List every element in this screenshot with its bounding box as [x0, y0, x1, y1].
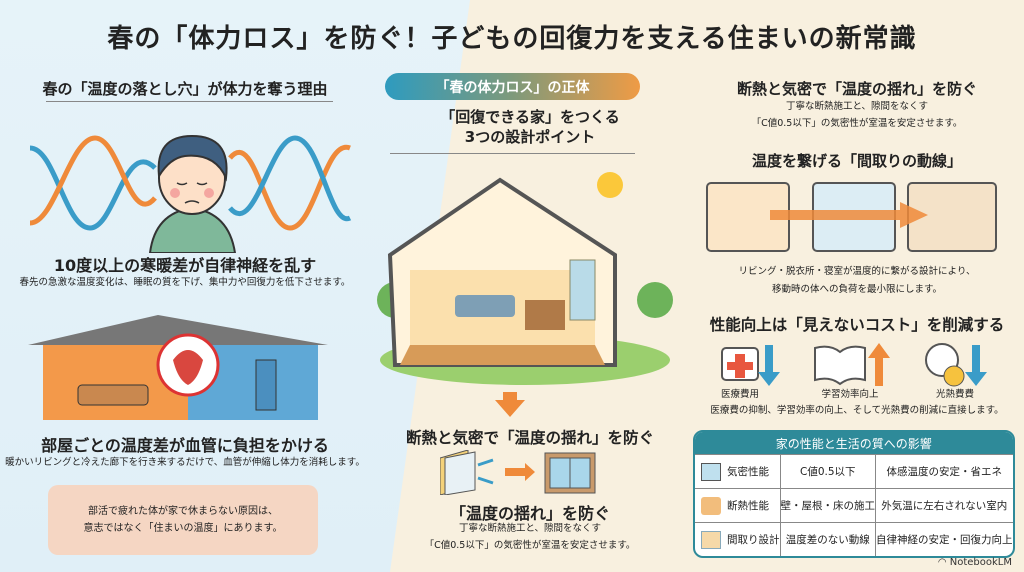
icon-label-study: 学習効率向上	[821, 389, 879, 400]
table-row: 断熱性能 壁・屋根・床の施工 外気温に左右されない室内	[695, 488, 1013, 522]
middle-text-line-2: 「C値0.5以下」の気密性が室温を安定させます。	[424, 540, 636, 551]
insulation-layers-icon	[701, 496, 721, 515]
divider	[46, 101, 333, 102]
point1-text: 春先の急激な温度変化は、睡眠の質を下げ、集中力や回復力を低下させます。	[19, 277, 351, 288]
right-s1-line-1: 丁寧な断熱施工と、隙間をなくす	[785, 101, 929, 112]
book-icon	[814, 345, 866, 386]
right-s2-line-1: リビング・脱衣所・寝室が温度的に繋がる設計により、	[738, 266, 976, 277]
right-s2-title: 温度を繋げる「間取りの動線」	[751, 152, 962, 170]
window-icon	[701, 462, 721, 481]
divider	[390, 153, 635, 154]
table-cell: 温度差のない動線	[779, 522, 875, 556]
right-s1-line-2: 「C値0.5以下」の気密性が室温を安定させます。	[751, 118, 963, 129]
point2-title: 部屋ごとの温度差が血管に負担をかける	[41, 436, 329, 455]
table-cell: 間取り設計	[727, 533, 780, 546]
right-s3-text: 医療費の抑制、学習効率の向上、そして光熱費の削減に直接します。	[710, 405, 1004, 416]
right-s2-line-2: 移動時の体への負荷を最小限にします。	[771, 284, 943, 295]
callout-line-2: 意志ではなく「住まいの温度」にあります。	[83, 523, 283, 534]
page-title: 春の「体力ロス」を防ぐ！子どもの回復力を支える住まいの新常識	[107, 24, 917, 54]
insulation-window-illustration	[440, 450, 596, 495]
table-cell: C値0.5以下	[779, 454, 875, 488]
notebooklm-brand: ◠ NotebookLM	[937, 557, 1012, 568]
table-cell: 気密性能	[727, 465, 769, 478]
callout-box: 部活で疲れた体が家で休まらない原因は、 意志ではなく「住まいの温度」にあります。	[48, 485, 318, 555]
cost-icons	[721, 343, 987, 387]
middle-section-title: 断熱と気密で「温度の揺れ」を防ぐ	[405, 429, 654, 447]
arrow-down-icon	[758, 345, 780, 386]
middle-text-line-1: 丁寧な断熱施工と、隙間をなくす	[458, 523, 602, 534]
table-cell: 自律神経の安定・回復力向上	[875, 522, 1013, 556]
brand-label: NotebookLM	[949, 557, 1012, 568]
meter-yen-icon	[925, 343, 965, 387]
impact-table: 家の性能と生活の質への影響 気密性能 C値0.5以下 体感温度の安定・省エネ 断…	[693, 430, 1015, 558]
point1-title: 10度以上の寒暖差が自律神経を乱す	[53, 256, 317, 275]
callout-line-1: 部活で疲れた体が家で休まらない原因は、	[88, 506, 278, 517]
middle-heading-line-2: 3つの設計ポイント	[464, 128, 596, 146]
first-aid-kit-icon	[721, 347, 759, 381]
icon-label-medical: 医療費用	[720, 389, 759, 400]
table-cell: 体感温度の安定・省エネ	[875, 454, 1013, 488]
middle-sub-title: 「温度の揺れ」を防ぐ	[449, 504, 610, 523]
table-row: 気密性能 C値0.5以下 体感温度の安定・省エネ	[695, 454, 1013, 488]
table-row: 間取り設計 温度差のない動線 自律神経の安定・回復力向上	[695, 522, 1013, 556]
table-cell: 断熱性能	[727, 499, 769, 512]
down-arrow-icon	[495, 392, 525, 417]
middle-heading-line-1: 「回復できる家」をつくる	[440, 108, 620, 126]
arrow-up-icon	[868, 343, 890, 386]
house-temperature-illustration	[28, 315, 328, 420]
flow-arrow-icon	[770, 202, 928, 228]
stressed-child-illustration	[29, 134, 352, 253]
point2-text: 暖かいリビングと冷えた廊下を行き来するだけで、血管が伸縮し体力を消耗します。	[5, 457, 365, 468]
floor-plan-icon	[701, 530, 721, 549]
table-cell: 壁・屋根・床の施工	[779, 488, 875, 522]
table-cell: 外気温に左右されない室内	[875, 488, 1013, 522]
house-cross-section-illustration	[377, 172, 673, 385]
middle-heading: 「回復できる家」をつくる 3つの設計ポイント	[370, 107, 690, 147]
right-s1-title: 断熱と気密で「温度の揺れ」を防ぐ	[736, 80, 977, 98]
section-pill: 「春の体力ロス」の正体	[385, 73, 640, 100]
arrow-down-icon	[965, 345, 987, 386]
left-heading: 春の「温度の落とし穴」が体力を奪う理由	[42, 80, 328, 98]
right-s3-title: 性能向上は「見えないコスト」を削減する	[709, 316, 1005, 334]
icon-label-utility: 光熱費費	[935, 389, 974, 400]
table-title: 家の性能と生活の質への影響	[695, 432, 1013, 454]
